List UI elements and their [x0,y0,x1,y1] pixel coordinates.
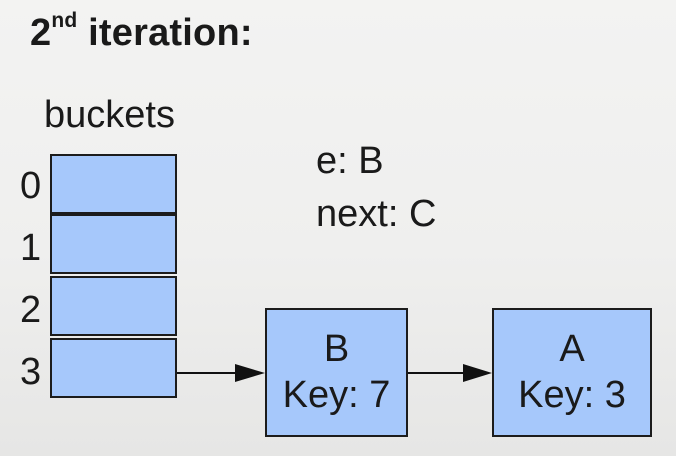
bucket-3 [50,338,177,398]
title-text: iteration: [77,12,253,54]
bucket-index-1: 1 [20,227,42,269]
node-b-name: B [323,327,350,370]
arrow-bucket-to-b [177,364,265,382]
bucket-1 [50,214,177,274]
node-a: A Key: 3 [492,308,652,437]
bucket-0 [50,154,177,214]
bucket-index-3: 3 [20,351,42,393]
diagram-title: 2nd iteration: [30,9,253,55]
node-a-key: Key: 3 [518,373,626,416]
title-number: 2 [30,12,52,54]
bucket-2 [50,276,177,336]
bucket-index-0: 0 [20,165,42,207]
arrow-b-to-a [408,364,492,382]
node-a-name: A [559,327,585,370]
variable-next: next: C [316,193,437,235]
bucket-index-2: 2 [20,289,42,331]
node-b-key: Key: 7 [282,373,391,416]
node-b: B Key: 7 [265,308,408,437]
buckets-label: buckets [44,94,175,136]
variable-e: e: B [316,140,384,182]
title-suffix: nd [51,9,78,33]
